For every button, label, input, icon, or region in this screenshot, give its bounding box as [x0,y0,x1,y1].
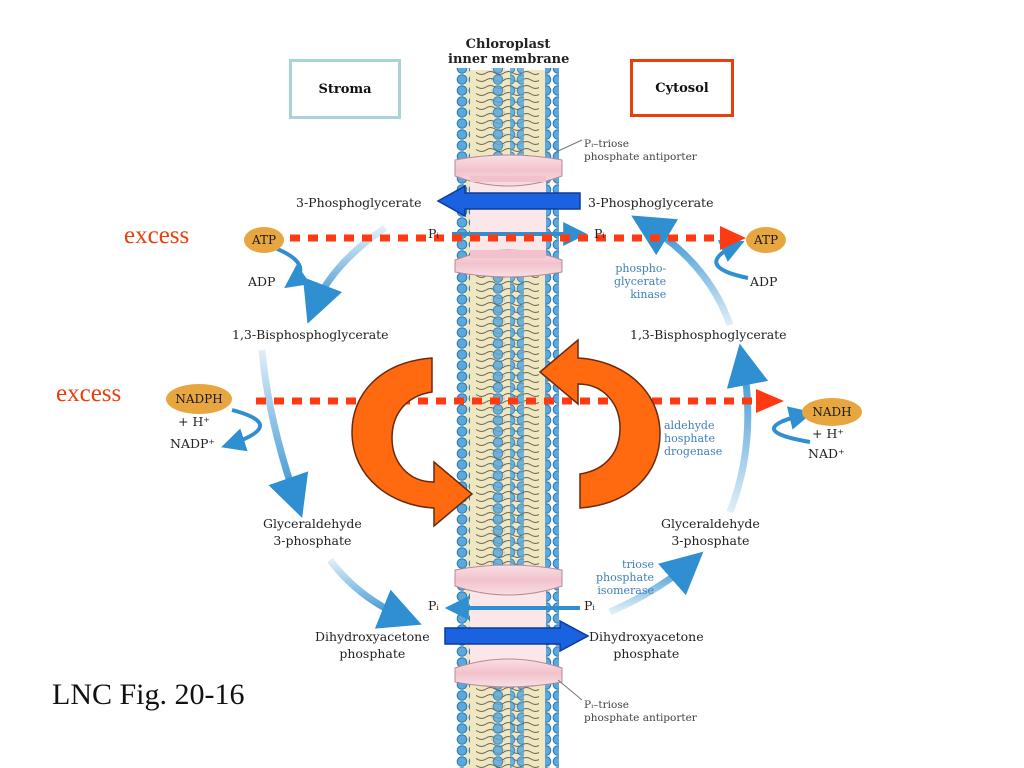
cytosol-nadh: NADH [802,398,862,426]
cytosol-pathway-arrows [608,215,813,616]
excess-label-atp: excess [124,222,190,249]
tpi-line2: phosphate [596,571,655,584]
cytosol-atp-label: ATP [753,233,779,247]
cytosol-pi-bottom: Pᵢ [584,598,595,613]
tpi-line3: isomerase [597,584,655,597]
antiporter-label-top-line1: Pᵢ–triose [584,138,629,150]
membrane-title-line1: Chloroplast [465,37,551,52]
cytosol-gap-line1: Glyceraldehyde [661,516,760,531]
cytosol-h-plus: + H⁺ [812,426,844,441]
membrane-title-line2: inner membrane [448,52,570,67]
antiporter-pointer-bottom [557,679,583,701]
tpi-line1: triose [622,558,655,571]
stroma-1-3-bisphosphoglycerate: 1,3-Bisphosphoglycerate [232,327,389,342]
cytosol-gap-line2: 3-phosphate [671,533,750,548]
figure-caption: LNC Fig. 20-16 [52,678,245,711]
antiporter-label-bottom-line1: Pᵢ–triose [584,699,629,711]
stroma-nadp-plus: NADP⁺ [170,436,215,451]
membrane-title: Chloroplast inner membrane [448,37,570,67]
cytosol-dhap-line2: phosphate [613,646,680,661]
antiporter-label-bottom: Pᵢ–triose phosphate antiporter [584,699,697,725]
excess-nadph-arrow [256,389,784,413]
cytosol-1-3-bisphosphoglycerate: 1,3-Bisphosphoglycerate [630,327,787,342]
pgk-line1: phospho- [615,262,667,275]
cytosol-dhap-line1: Dihydroxyacetone [589,629,704,644]
excess-label-nadph: excess [56,380,122,407]
stroma-adp: ADP [248,274,276,289]
gapdh-line2: hosphate [664,432,715,445]
cytosol-atp: ATP [746,227,786,253]
stroma-label: Stroma [318,81,372,97]
pgk-line2: glycerate [614,275,667,288]
stroma-dihydroxyacetone-phosphate: Dihydroxyacetone phosphate [315,628,430,662]
cytosol-label: Cytosol [655,80,709,96]
antiporter-label-top: Pᵢ–triose phosphate antiporter [584,138,697,164]
enzyme-phosphoglycerate-kinase: phospho- glycerate kinase [614,262,666,301]
stroma-pathway-arrows [221,225,422,629]
antiporter-label-bottom-line2: phosphate antiporter [584,712,697,724]
stroma-gap-line1: Glyceraldehyde [263,516,362,531]
antiporter-label-top-line2: phosphate antiporter [584,151,697,163]
big-cycle-arrow-left [351,357,474,528]
stroma-atp: ATP [244,227,284,253]
cytosol-box: Cytosol [630,59,734,117]
antiporter-top [454,154,563,278]
stroma-pi-top: Pᵢ [428,226,439,241]
stroma-nadph: NADPH [166,384,232,414]
cytosol-adp: ADP [750,274,778,289]
stroma-gap-line2: 3-phosphate [273,533,352,548]
dhap-transport-arrow [444,619,590,653]
stroma-atp-label: ATP [251,233,277,247]
cytosol-glyceraldehyde-3-phosphate: Glyceraldehyde 3-phosphate [661,515,760,549]
stroma-glyceraldehyde-3-phosphate: Glyceraldehyde 3-phosphate [263,515,362,549]
pga-transport-arrow [436,184,581,218]
enzyme-triose-phosphate-isomerase: triose phosphate isomerase [596,558,654,597]
enzyme-gapdh: aldehyde hosphate drogenase [664,419,722,458]
stroma-dhap-line1: Dihydroxyacetone [315,629,430,644]
antiporter-pointer-top [555,139,583,153]
cytosol-pi-top: Pᵢ [594,226,605,241]
gapdh-line1: aldehyde [664,419,715,432]
pgk-line3: kinase [630,288,667,301]
excess-atp-arrow [272,226,746,250]
stroma-pi-bottom: Pᵢ [428,598,439,613]
cytosol-dihydroxyacetone-phosphate: Dihydroxyacetone phosphate [589,628,704,662]
cytosol-3-phosphoglycerate: 3-Phosphoglycerate [588,195,714,210]
gapdh-line3: drogenase [664,445,723,458]
stroma-box: Stroma [289,59,401,119]
cytosol-nadh-label: NADH [812,405,852,419]
antiporter-bottom [454,564,563,688]
stroma-nadph-label: NADPH [175,392,223,406]
stroma-3-phosphoglycerate: 3-Phosphoglycerate [296,195,422,210]
stroma-h-plus: + H⁺ [178,414,210,429]
stroma-dhap-line2: phosphate [339,646,406,661]
big-cycle-arrow-right [538,338,661,509]
cytosol-nad-plus: NAD⁺ [808,446,845,461]
